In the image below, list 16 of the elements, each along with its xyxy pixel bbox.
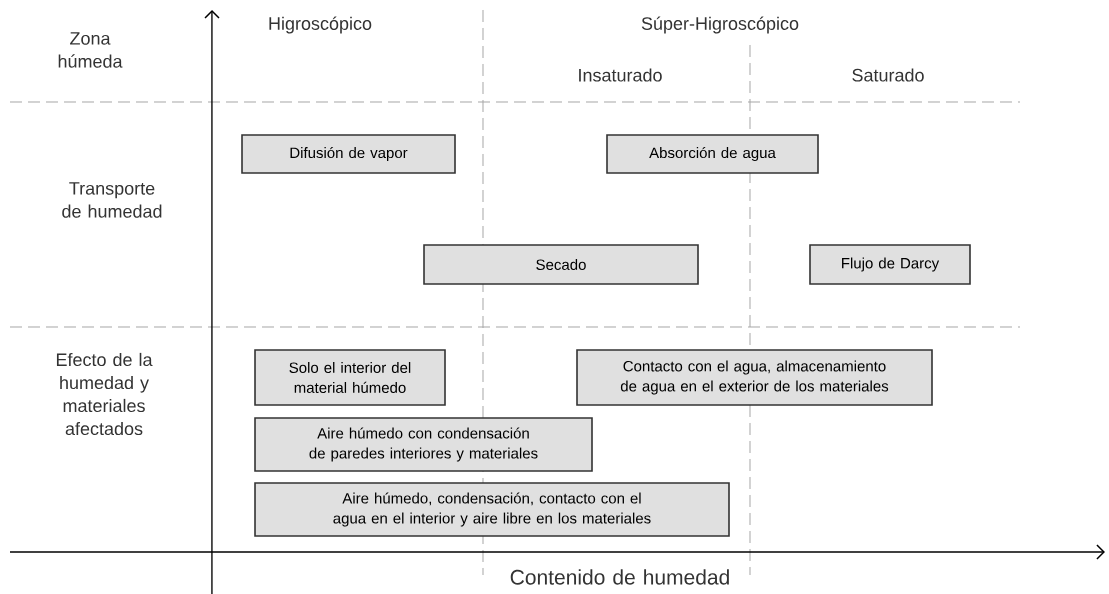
column-heading: Higroscópico — [269, 16, 372, 34]
column-heading: Insaturado — [579, 68, 662, 82]
column-heading: Saturado — [852, 68, 924, 82]
process-box: Flujo de Darcy — [809, 244, 971, 285]
process-box: Absorción de agua — [606, 134, 819, 174]
process-box: Aire húmedo, condensación, contacto con el agua en el interior y aire libre en los materiales — [254, 482, 730, 537]
process-box: Solo el interior del material húmedo — [254, 349, 446, 406]
column-heading: Súper-Higroscópico — [641, 16, 799, 34]
row-heading: Zona húmeda — [58, 32, 123, 68]
process-box: Difusión de vapor — [241, 134, 456, 174]
row-heading: Transporte de humedad — [62, 182, 162, 218]
axis-title: Contenido de humedad — [510, 569, 729, 585]
process-box: Aire húmedo con condensación de paredes interiores y materiales — [254, 417, 593, 472]
row-heading: Efecto de la humedad y materiales afectados — [56, 352, 153, 436]
process-box: Secado — [423, 244, 699, 285]
process-box: Contacto con el agua, almacenamiento de agua en el exterior de los materiales — [576, 349, 933, 406]
